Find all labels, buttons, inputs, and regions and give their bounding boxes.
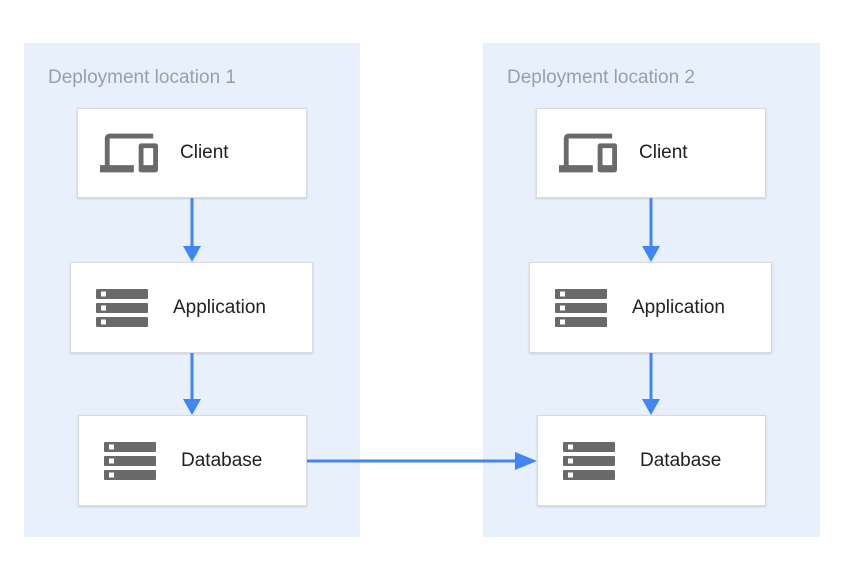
node-label: Client: [180, 142, 229, 163]
node-label: Application: [632, 296, 725, 318]
node-label: Application: [173, 296, 266, 318]
deployment-location-2-title: Deployment location 2: [507, 67, 695, 88]
servers-icon: [93, 288, 151, 327]
servers-icon: [552, 288, 610, 327]
arrow-application-to-database-1: [183, 353, 201, 415]
node-label: Database: [640, 449, 722, 471]
deployment-location-1-title: Deployment location 1: [48, 67, 236, 88]
arrow-client-to-application-2: [642, 198, 660, 262]
application-node-2: Application: [529, 262, 772, 353]
servers-icon: [560, 441, 618, 480]
arrow-client-to-application-1: [183, 198, 201, 262]
arrow-database1-to-database2: [307, 452, 537, 470]
deployment-location-1-panel: Deployment location 1 Client: [24, 43, 360, 537]
node-label: Database: [181, 449, 263, 471]
devices-icon: [100, 124, 158, 182]
devices-icon: [559, 124, 617, 182]
deployment-location-2-panel: Deployment location 2 Client: [483, 43, 820, 537]
client-node-1: Client: [77, 108, 307, 198]
database-node-2: Database: [537, 415, 766, 506]
database-node-1: Database: [78, 415, 307, 506]
servers-icon: [101, 441, 159, 480]
node-label: Client: [639, 142, 688, 163]
client-node-2: Client: [536, 108, 766, 198]
application-node-1: Application: [70, 262, 313, 353]
arrow-application-to-database-2: [642, 353, 660, 415]
